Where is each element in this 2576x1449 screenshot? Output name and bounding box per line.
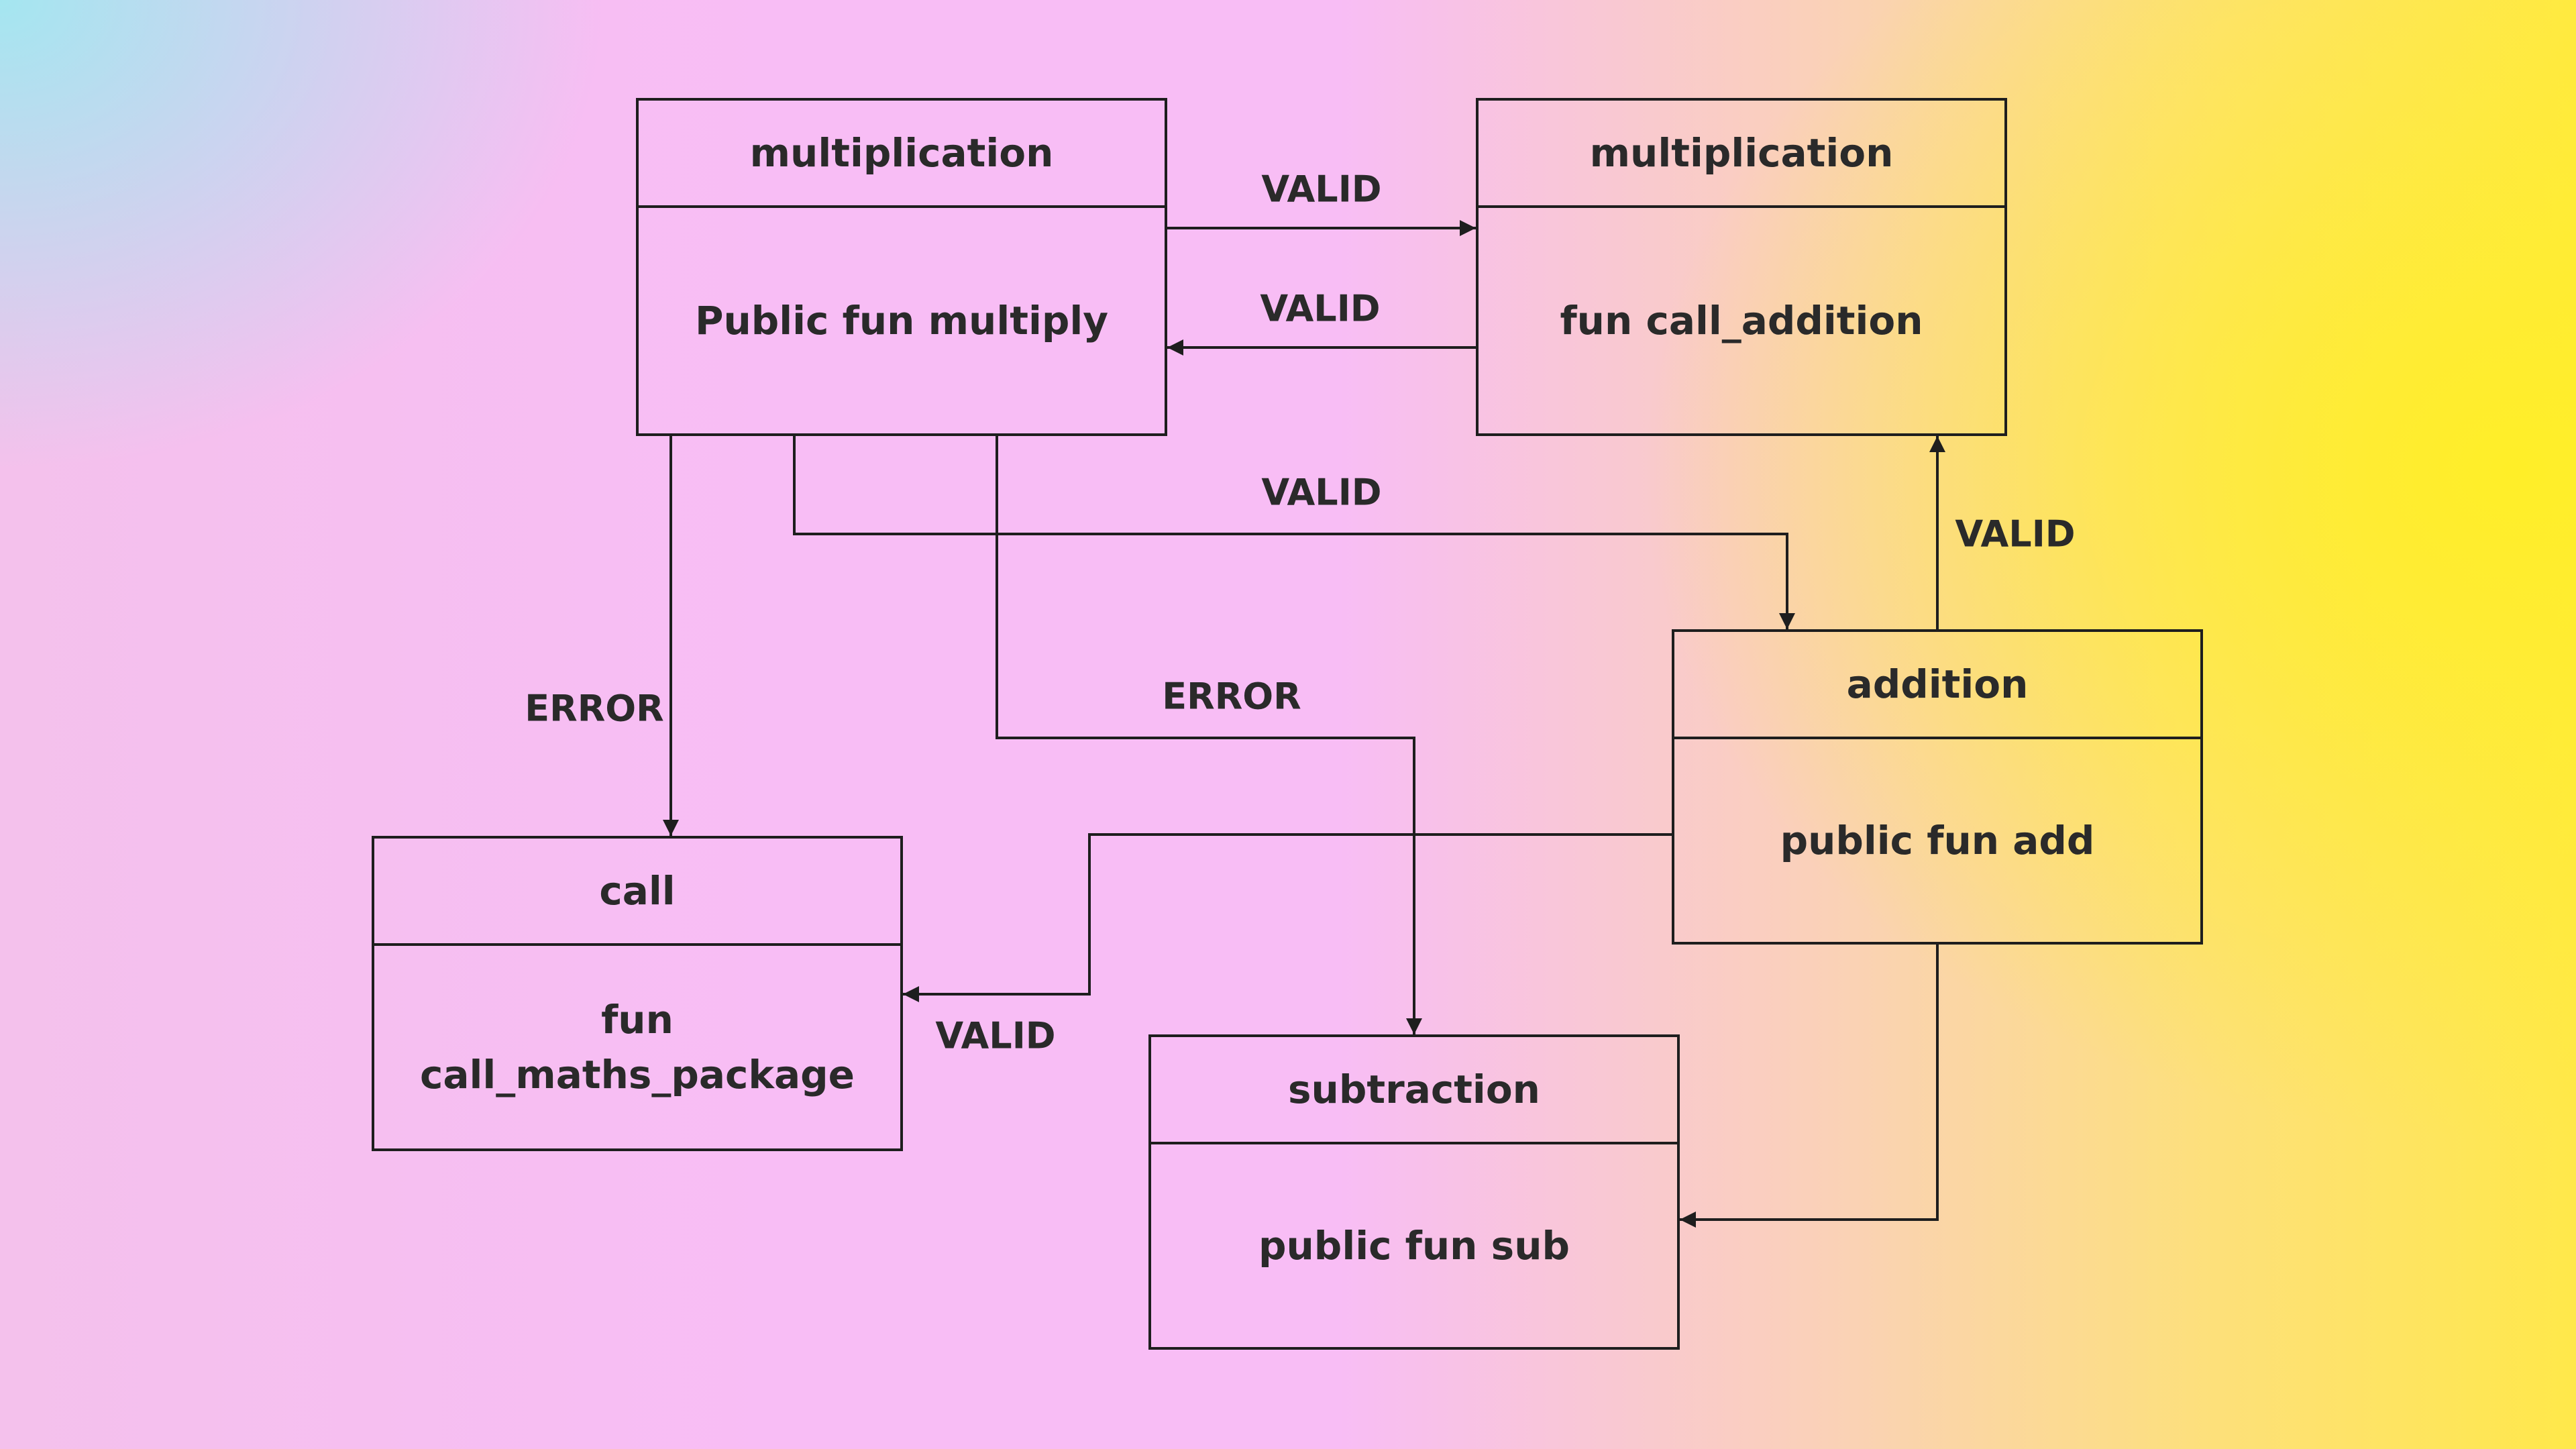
node-addition: addition public fun add <box>1672 629 2203 945</box>
edge-label-error-mult-to-call: ERROR <box>525 687 664 730</box>
node-title: multiplication <box>1479 101 2004 208</box>
node-title: multiplication <box>639 101 1165 208</box>
edge-label-valid-call-addition-to-mult: VALID <box>1260 287 1381 330</box>
edge-label-valid-mult-to-call-addition: VALID <box>1261 168 1382 211</box>
edge-label-valid-mult-to-addition: VALID <box>1261 471 1382 514</box>
edge-mult-to-addition <box>793 436 1788 629</box>
node-title: addition <box>1674 632 2200 739</box>
node-call: call fun call_maths_package <box>372 836 903 1151</box>
node-multiplication-multiply: multiplication Public fun multiply <box>636 98 1167 436</box>
edge-label-valid-addition-to-call-addition: VALID <box>1955 513 2076 555</box>
node-subtraction: subtraction public fun sub <box>1148 1034 1680 1350</box>
node-body: Public fun multiply <box>694 298 1109 343</box>
node-title: subtraction <box>1151 1037 1677 1144</box>
node-body: fun call_maths_package <box>420 997 855 1097</box>
edge-mult-to-subtraction-error <box>996 436 1415 1034</box>
edge-label-valid-addition-to-call: VALID <box>935 1014 1056 1057</box>
node-multiplication-call-addition: multiplication fun call_addition <box>1476 98 2007 436</box>
node-body: fun call_addition <box>1560 298 1923 343</box>
edge-addition-to-call <box>903 833 1672 996</box>
edge-label-error-mult-to-subtraction: ERROR <box>1162 675 1301 718</box>
edge-addition-to-subtraction <box>1680 943 1939 1221</box>
node-body: public fun add <box>1780 818 2095 863</box>
node-title: call <box>374 839 900 946</box>
node-body: public fun sub <box>1258 1223 1570 1269</box>
